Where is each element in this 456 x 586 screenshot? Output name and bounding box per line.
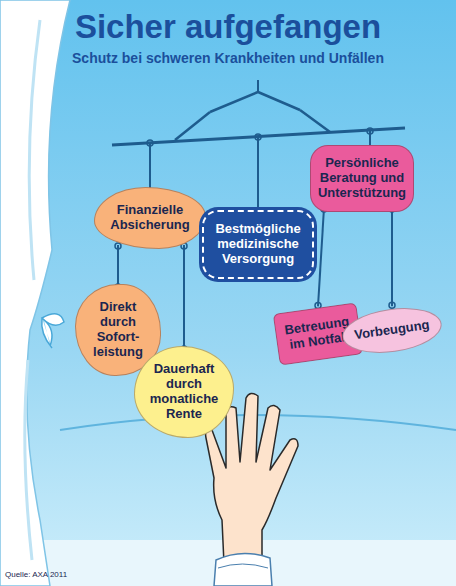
- node-text: Persönliche Beratung und Unterstützung: [316, 156, 408, 201]
- badge-node: Bestmögliche medizinische Versorgung: [202, 210, 314, 279]
- cloud-node: Finanzielle Absicherung: [94, 187, 206, 249]
- node-text: Finanzielle Absicherung: [103, 203, 197, 233]
- node-text: Bestmögliche medizinische Versorgung: [210, 222, 306, 267]
- hanging-string: [391, 208, 393, 306]
- node-text: Vorbeugung: [354, 318, 431, 343]
- string-ring: [115, 243, 121, 249]
- source-note: Quelle: AXA 2011: [5, 570, 67, 579]
- title: Sicher aufgefangen: [0, 8, 456, 46]
- hanging-string: [318, 208, 324, 306]
- subtitle: Schutz bei schweren Krankheiten und Unfä…: [0, 50, 456, 66]
- rounded-node: Persönliche Beratung und Unterstützung: [310, 145, 414, 212]
- cloud-node: Dauerhaft durch monatliche Rente: [134, 346, 234, 438]
- node-text: Direkt durch Sofort- leistung: [84, 300, 152, 360]
- hanging-string: [117, 245, 119, 288]
- node-text: Dauerhaft durch monatliche Rente: [143, 362, 225, 422]
- hanging-string: [183, 245, 185, 350]
- string-ring: [389, 302, 395, 308]
